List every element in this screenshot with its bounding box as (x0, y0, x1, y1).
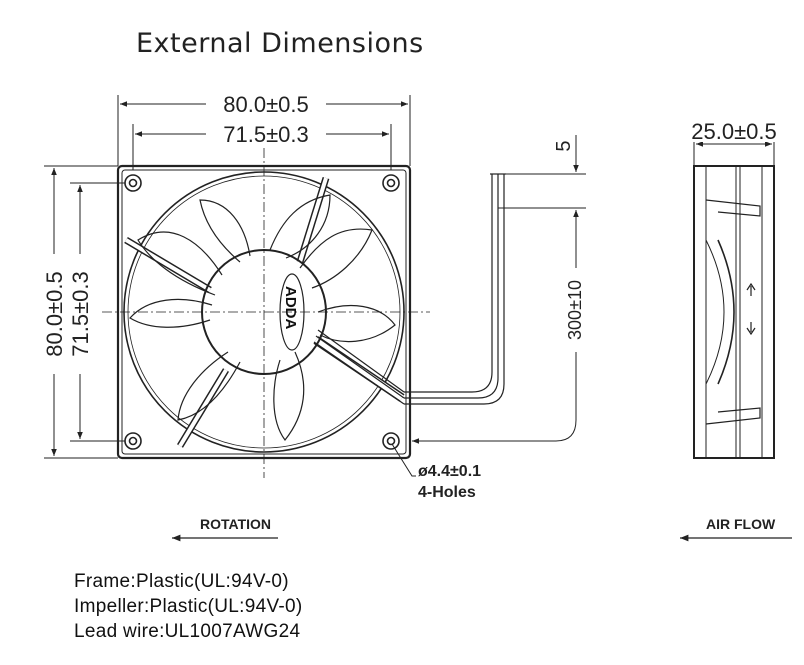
logo-badge: ADDA (279, 273, 305, 351)
logo-text: ADDA (282, 286, 299, 329)
hole-width-label: 71.5±0.3 (223, 122, 308, 147)
rotation-indicator: ROTATION (172, 516, 278, 542)
hole-count-label: 4-Holes (418, 484, 476, 501)
thickness-label: 25.0±0.5 (691, 119, 776, 144)
airflow-indicator: AIR FLOW (680, 516, 792, 542)
page-title: External Dimensions (136, 28, 424, 59)
front-view (102, 130, 430, 478)
hole-height-label: 71.5±0.3 (68, 271, 93, 356)
rotation-label: ROTATION (200, 516, 271, 532)
spec-frame: Frame:Plastic(UL:94V-0) (74, 571, 289, 592)
spec-lead-wire: Lead wire:UL1007AWG24 (74, 621, 301, 642)
lead-offset-label: 5 (553, 140, 575, 151)
spec-impeller: Impeller:Plastic(UL:94V-0) (74, 596, 303, 617)
airflow-label: AIR FLOW (706, 516, 776, 532)
lead-length-label: 300±10 (565, 280, 585, 340)
outer-height-label: 80.0±0.5 (42, 271, 67, 356)
lead-wire (404, 173, 506, 405)
hole-diameter-label: ø4.4±0.1 (418, 463, 481, 480)
side-view (693, 136, 775, 459)
outer-width-label: 80.0±0.5 (223, 92, 308, 117)
